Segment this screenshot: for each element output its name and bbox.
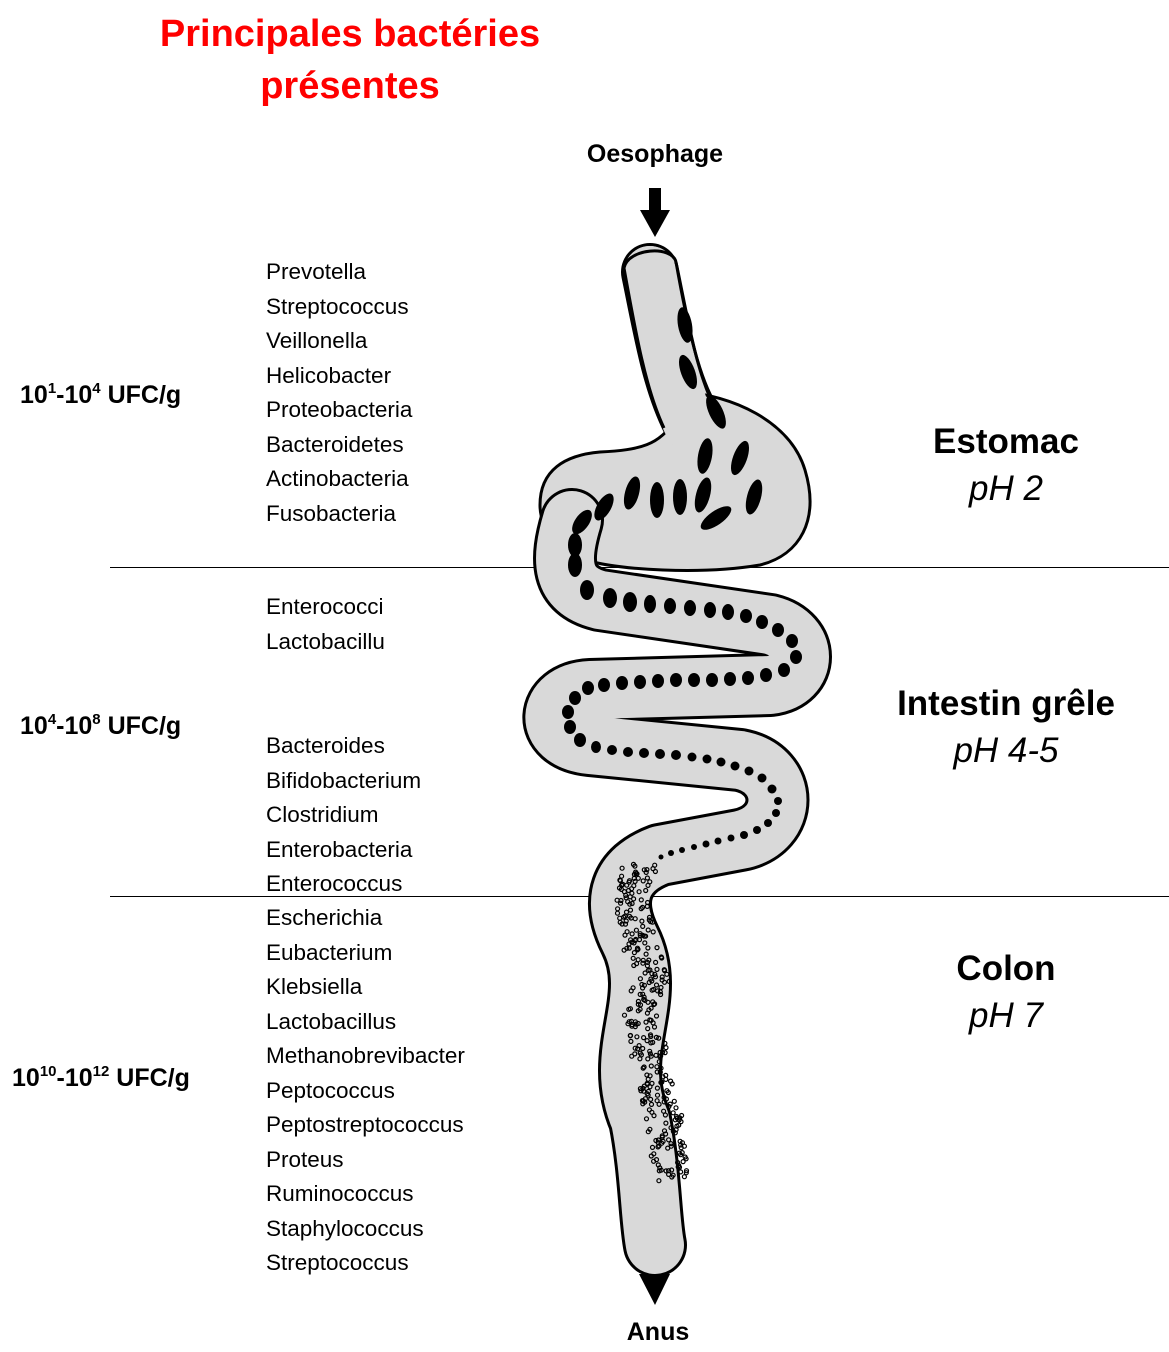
region-small-intestine: Intestin grêle pH 4-5 [826, 682, 1169, 776]
oesophagus-arrow-icon [640, 188, 670, 237]
region-ph: pH 7 [826, 991, 1169, 1041]
list-item: Fusobacteria [266, 497, 412, 532]
bacteria-list-small-intestine-b: Bacteroides Bifidobacterium Clostridium … [266, 729, 421, 902]
list-item: Actinobacteria [266, 462, 412, 497]
region-ph: pH 2 [826, 464, 1169, 514]
colon-bacterium-dot [671, 1111, 675, 1115]
colon-bacterium-dot [672, 1099, 676, 1103]
list-item: Enterobacteria [266, 833, 421, 868]
list-item: Methanobrevibacter [266, 1039, 465, 1074]
colon-bacterium-dot [664, 1097, 668, 1101]
list-item: Staphylococcus [266, 1212, 465, 1247]
list-item: Prevotella [266, 255, 412, 290]
region-stomach: Estomac pH 2 [826, 420, 1169, 514]
list-item: Lactobacillus [266, 1005, 465, 1040]
colon-bacterium-dot [669, 1079, 673, 1083]
colon-bacterium-dot [661, 1075, 665, 1079]
list-item: Streptococcus [266, 290, 412, 325]
colon-bacterium-dot [682, 1175, 686, 1179]
list-item: Bifidobacterium [266, 764, 421, 799]
list-item: Proteobacteria [266, 393, 412, 428]
list-item: Eubacterium [266, 936, 465, 971]
region-name: Colon [826, 947, 1169, 991]
list-item: Escherichia [266, 901, 465, 936]
list-item: Enterococci [266, 590, 385, 625]
colon-bacterium-dot [674, 1106, 678, 1110]
bacteria-list-small-intestine-a: Enterococci Lactobacillu [266, 590, 385, 659]
anus-label: Anus [558, 1318, 758, 1347]
list-item: Lactobacillu [266, 625, 385, 660]
list-item: Bacteroides [266, 729, 421, 764]
list-item: Helicobacter [266, 359, 412, 394]
region-name: Estomac [826, 420, 1169, 464]
bacteria-list-colon: Escherichia Eubacterium Klebsiella Lacto… [266, 901, 465, 1281]
list-item: Streptococcus [266, 1246, 465, 1281]
colon-bacterium-dot [663, 1041, 667, 1045]
colon-bacterium-dot [664, 1046, 668, 1050]
list-item: Proteus [266, 1143, 465, 1178]
colon-bacterium-dot [679, 1170, 683, 1174]
oesophagus-label: Oesophage [555, 140, 755, 169]
count-small-intestine: 104-108 UFC/g [20, 712, 181, 741]
count-stomach: 101-104 UFC/g [20, 381, 181, 410]
list-item: Peptococcus [266, 1074, 465, 1109]
list-item: Enterococcus [266, 867, 421, 902]
bacteria-list-stomach: Prevotella Streptococcus Veillonella Hel… [266, 255, 412, 531]
colon-bacterium-dot [668, 1102, 672, 1106]
region-colon: Colon pH 7 [826, 947, 1169, 1041]
colon-bacterium-dot [679, 1146, 683, 1150]
region-ph: pH 4-5 [826, 726, 1169, 776]
list-item: Veillonella [266, 324, 412, 359]
region-name: Intestin grêle [826, 682, 1169, 726]
list-item: Ruminococcus [266, 1177, 465, 1212]
list-item: Klebsiella [266, 970, 465, 1005]
list-item: Clostridium [266, 798, 421, 833]
count-colon: 1010-1012 UFC/g [12, 1064, 190, 1093]
list-item: Bacteroidetes [266, 428, 412, 463]
list-item: Peptostreptococcus [266, 1108, 465, 1143]
